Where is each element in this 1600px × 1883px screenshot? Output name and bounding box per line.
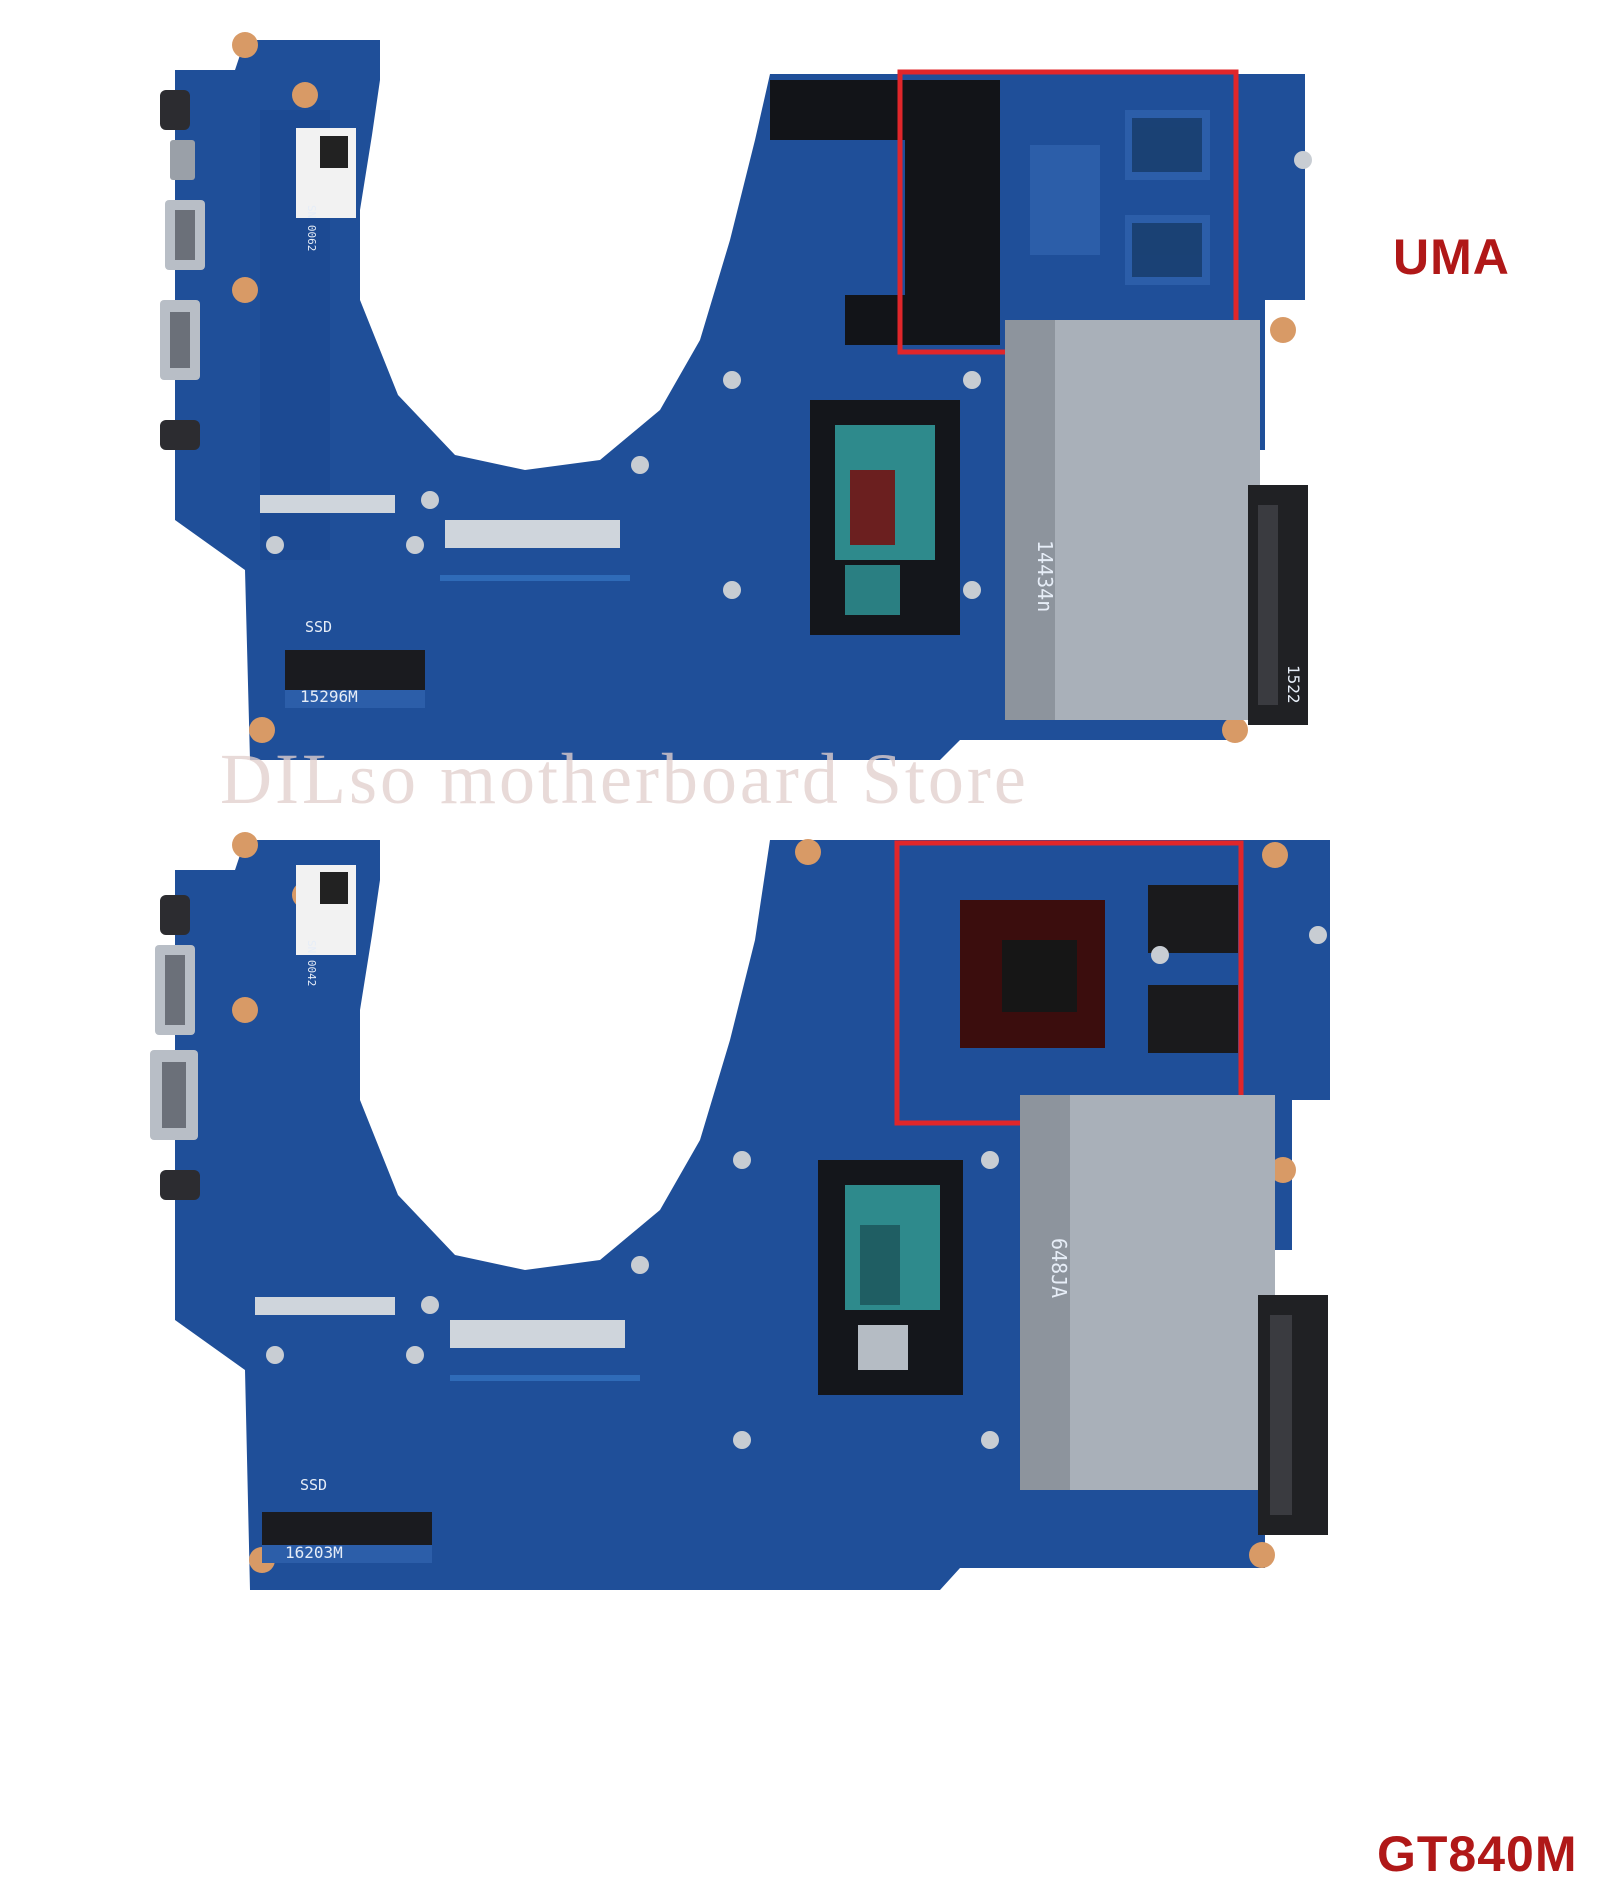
store-watermark: DILso motherboard Store [220, 739, 1029, 819]
black-insulation-film [770, 80, 1000, 345]
ram-code-text: 14434n [1033, 540, 1057, 612]
variant-label-uma: UMA [1393, 229, 1510, 285]
side-io-ports [160, 90, 205, 450]
motherboard-gt840m: 648JA 16203M SSD SN 0042 GT840M [0, 800, 1600, 1882]
mounting-pads [232, 32, 1296, 743]
serial-text: SN 0062 [305, 205, 318, 251]
ram-code-text: 648JA [1047, 1238, 1071, 1298]
side-io-ports [150, 895, 200, 1200]
variant-label-gt840m: GT840M [1377, 1826, 1578, 1882]
screw-holes [266, 151, 1312, 599]
motherboard-gt840m-photo: 648JA 16203M SSD SN 0042 [150, 832, 1330, 1590]
m2-code-text: 16203M [285, 1543, 343, 1562]
sata-code-text: 1522 [1284, 665, 1303, 704]
motherboard-uma-photo: 14434n 1522 15296M SSD SN 0062 [160, 32, 1312, 760]
vram-chip-2 [1148, 985, 1238, 1053]
vram-chip-1 [1148, 885, 1238, 953]
gpu-die [1002, 940, 1077, 1012]
ssd-label: SSD [300, 1476, 327, 1494]
motherboard-uma: 14434n 1522 15296M SSD SN 0062 UMA [0, 0, 1600, 800]
screw-holes [266, 926, 1327, 1449]
ssd-label: SSD [305, 618, 332, 636]
serial-text: SN 0042 [305, 940, 318, 986]
m2-slot [285, 650, 425, 695]
m2-code-text: 15296M [300, 687, 358, 706]
m2-slot [262, 1512, 432, 1546]
sata-connector [1258, 1295, 1328, 1535]
